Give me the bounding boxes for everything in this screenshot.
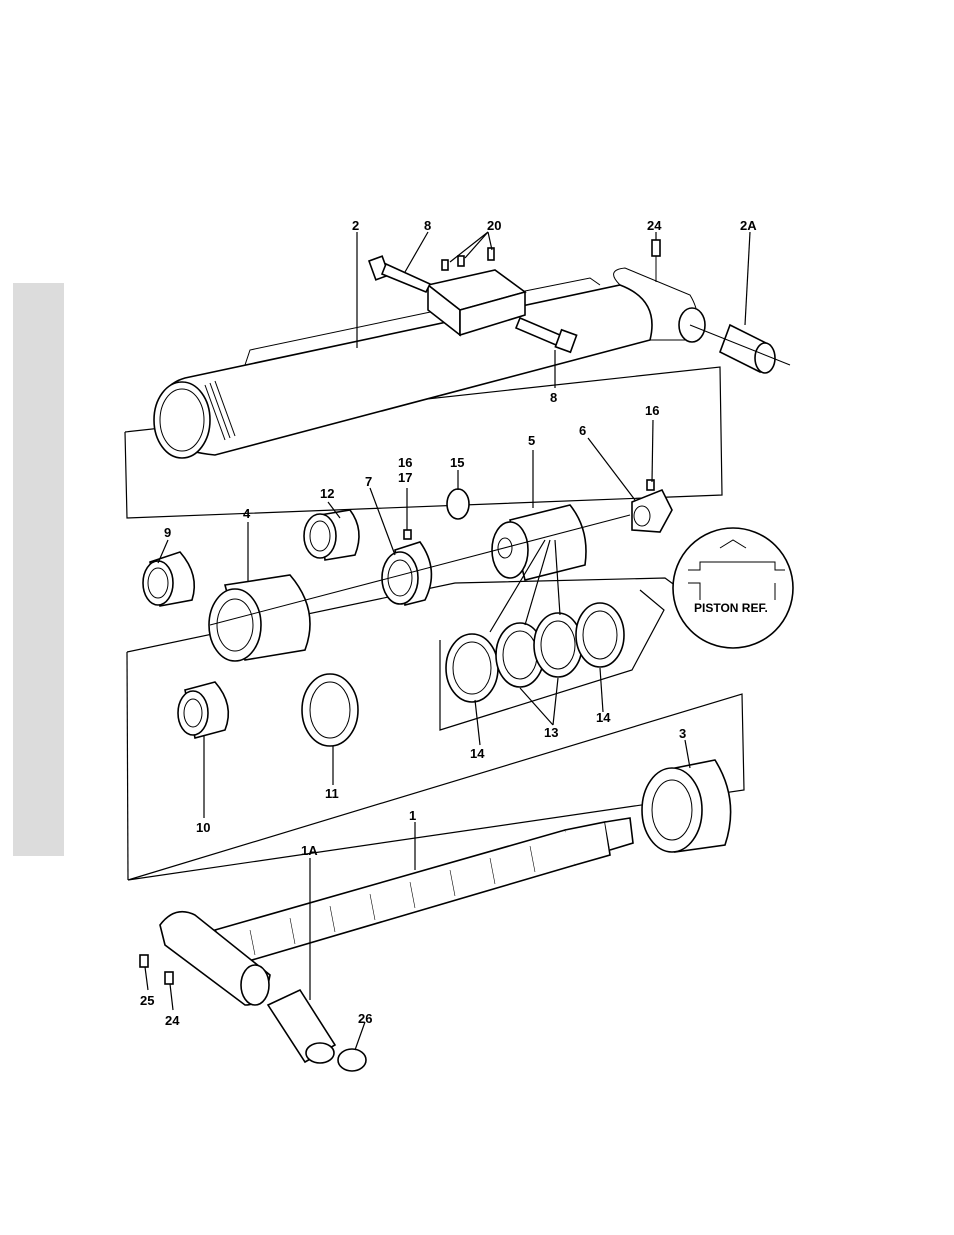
piston-rod-1: [215, 818, 633, 965]
label-17: 17: [398, 470, 412, 485]
bushing-1A: [268, 990, 335, 1063]
label-1: 1: [409, 808, 416, 823]
o-ring-26: [338, 1049, 366, 1071]
label-14-right: 14: [596, 710, 611, 725]
label-5: 5: [528, 433, 535, 448]
gland-3: [642, 760, 731, 852]
label-8-top: 8: [424, 218, 431, 233]
label-2A: 2A: [740, 218, 757, 233]
label-20: 20: [487, 218, 501, 233]
left-outline-edge: [127, 652, 128, 880]
label-7: 7: [365, 474, 372, 489]
seal-rings-13-14: [446, 603, 624, 702]
bushing-2A: [690, 325, 790, 373]
wiper-9: [143, 552, 194, 606]
label-16-right: 16: [645, 403, 659, 418]
label-2: 2: [352, 218, 359, 233]
label-24-top: 24: [647, 218, 662, 233]
label-16-left: 16: [398, 455, 412, 470]
o-ring-15: [447, 489, 469, 519]
bushing-10: [178, 682, 228, 738]
fittings-20: [442, 248, 494, 270]
relief-valve-top: [369, 256, 430, 292]
grease-fitting-top: [652, 240, 660, 282]
label-3: 3: [679, 726, 686, 741]
locknut-6: [632, 480, 672, 532]
bearing-12: [304, 510, 359, 560]
label-11: 11: [325, 786, 339, 801]
piston-5: [492, 505, 586, 580]
piston-ref-inset: [673, 528, 793, 648]
seal-11: [302, 674, 358, 746]
label-13: 13: [544, 725, 558, 740]
label-24-bottom: 24: [165, 1013, 180, 1028]
label-14-left: 14: [470, 746, 485, 761]
label-25: 25: [140, 993, 154, 1008]
label-8-bottom: 8: [550, 390, 557, 405]
label-26: 26: [358, 1011, 372, 1026]
label-1A: 1A: [301, 843, 318, 858]
piston-ref-label: PISTON REF.: [694, 601, 768, 615]
label-6: 6: [579, 423, 586, 438]
label-12: 12: [320, 486, 334, 501]
label-10: 10: [196, 820, 210, 835]
head-4: [209, 575, 310, 661]
label-9: 9: [164, 525, 171, 540]
label-4: 4: [243, 506, 251, 521]
label-15: 15: [450, 455, 464, 470]
